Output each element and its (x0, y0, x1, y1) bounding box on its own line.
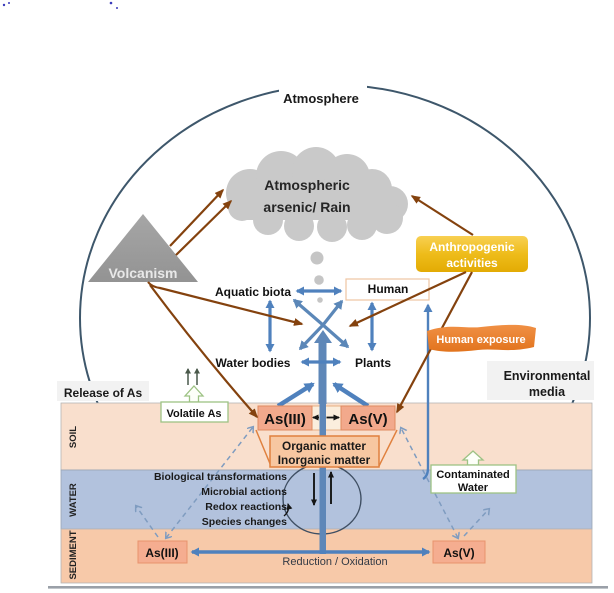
svg-text:Inorganic matter: Inorganic matter (278, 453, 371, 467)
svg-text:Plants: Plants (355, 356, 391, 370)
svg-text:Reduction / Oxidation: Reduction / Oxidation (282, 556, 387, 568)
svg-text:Biological transformations: Biological transformations (154, 471, 287, 483)
svg-text:Atmosphere: Atmosphere (283, 91, 359, 106)
svg-text:Volcanism: Volcanism (109, 265, 178, 281)
svg-text:As(III): As(III) (264, 411, 306, 428)
svg-text:Atmospheric: Atmospheric (264, 177, 350, 193)
svg-text:Environmental: Environmental (504, 369, 591, 383)
svg-text:Human exposure: Human exposure (436, 334, 525, 346)
svg-text:As(V): As(V) (443, 546, 474, 560)
svg-text:Anthropogenic: Anthropogenic (429, 240, 515, 254)
svg-text:Redox reactions: Redox reactions (205, 501, 287, 513)
svg-text:WATER: WATER (68, 483, 79, 517)
svg-text:Aquatic biota: Aquatic biota (215, 285, 291, 299)
svg-text:Release of As: Release of As (64, 386, 143, 400)
svg-text:Organic matter: Organic matter (282, 439, 366, 453)
svg-text:Microbial actions: Microbial actions (201, 486, 287, 498)
svg-text:SEDIMENT: SEDIMENT (68, 530, 79, 579)
svg-text:Water: Water (458, 482, 489, 494)
svg-text:As(V): As(V) (348, 411, 387, 428)
svg-text:Human: Human (368, 282, 409, 296)
svg-text:arsenic/ Rain: arsenic/ Rain (263, 199, 350, 215)
svg-text:media: media (529, 385, 566, 399)
svg-text:SOIL: SOIL (68, 426, 79, 448)
svg-text:Species changes: Species changes (202, 516, 287, 528)
svg-text:Water bodies: Water bodies (216, 356, 291, 370)
svg-text:As(III): As(III) (145, 546, 178, 560)
svg-text:activities: activities (446, 256, 498, 270)
svg-text:Volatile As: Volatile As (166, 408, 221, 420)
svg-text:Contaminated: Contaminated (436, 469, 509, 481)
